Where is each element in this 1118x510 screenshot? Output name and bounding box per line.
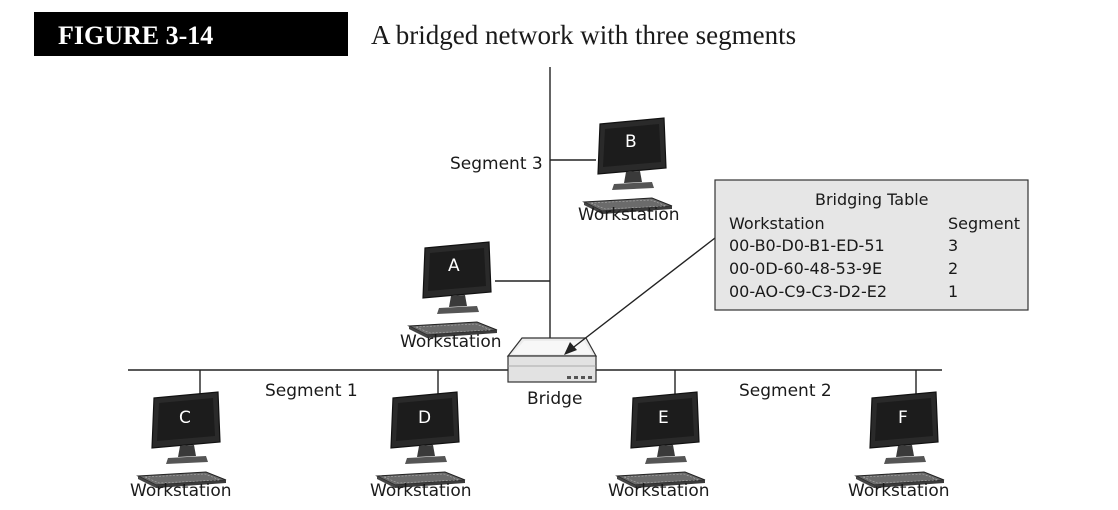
bridging-table: Bridging Table Workstation Segment 00-B0… — [714, 179, 1029, 311]
bridge-label: Bridge — [527, 389, 582, 409]
workstation-d: D Workstation — [370, 391, 472, 501]
workstation-b: B Workstation — [578, 117, 680, 225]
bridging-table-row-3-segment: 1 — [948, 282, 958, 301]
figure-label: FIGURE 3-14 — [58, 21, 213, 50]
segment-1-label: Segment 1 — [265, 381, 358, 401]
bridging-table-row-3-mac: 00-AO-C9-C3-D2-E2 — [729, 282, 887, 301]
workstation-c-label: Workstation — [130, 481, 232, 501]
bridge-icon — [506, 337, 598, 383]
bridging-table-col-segment: Segment — [948, 214, 1020, 233]
workstation-c: C Workstation — [130, 391, 232, 501]
workstation-d-letter: D — [418, 408, 431, 428]
workstation-b-letter: B — [625, 132, 637, 152]
bridging-table-row-1-segment: 3 — [948, 236, 958, 255]
workstation-a-label: Workstation — [400, 332, 502, 352]
figure-caption: A bridged network with three segments — [371, 20, 796, 50]
arrow-head — [564, 342, 577, 355]
table-arrow — [569, 237, 716, 351]
workstation-a: A Workstation — [400, 241, 502, 352]
bridging-table-row-1-mac: 00-B0-D0-B1-ED-51 — [729, 236, 885, 255]
workstation-a-letter: A — [448, 256, 460, 276]
workstation-d-label: Workstation — [370, 481, 472, 501]
workstation-f: F Workstation — [848, 391, 950, 501]
workstation-f-letter: F — [898, 408, 908, 428]
segment-3-label: Segment 3 — [450, 154, 543, 174]
segment-2-label: Segment 2 — [739, 381, 832, 401]
bridging-table-col-workstation: Workstation — [729, 214, 825, 233]
workstation-f-label: Workstation — [848, 481, 950, 501]
bridging-table-title: Bridging Table — [815, 190, 929, 209]
workstation-b-label: Workstation — [578, 205, 680, 225]
figure-label-box — [34, 12, 348, 56]
bridging-table-row-2-mac: 00-0D-60-48-53-9E — [729, 259, 882, 278]
workstation-c-letter: C — [179, 408, 191, 428]
workstation-e-letter: E — [658, 408, 669, 428]
bridging-table-row-2-segment: 2 — [948, 259, 958, 278]
workstation-e-label: Workstation — [608, 481, 710, 501]
workstation-e: E Workstation — [608, 391, 710, 501]
